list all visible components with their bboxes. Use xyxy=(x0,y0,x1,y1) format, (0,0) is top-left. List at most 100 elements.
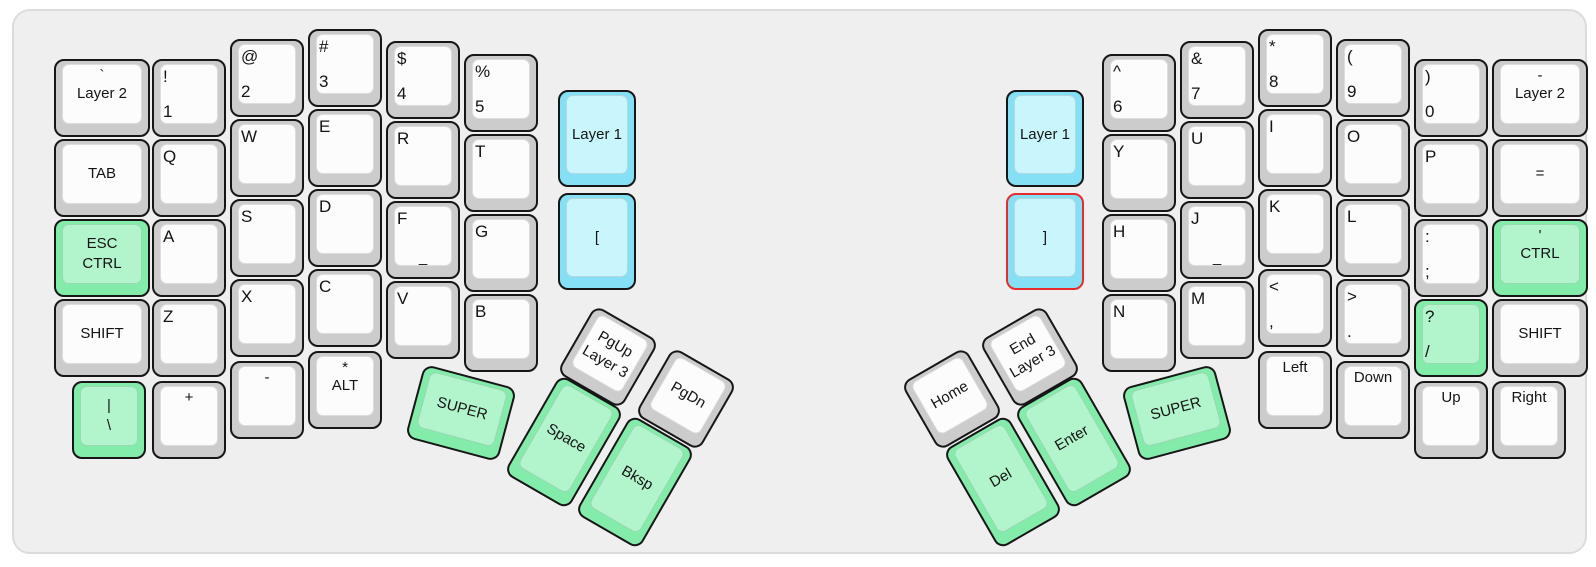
key-4[interactable]: $4 xyxy=(386,41,460,119)
keycap-top-surface xyxy=(1344,284,1402,344)
keycap-top-surface xyxy=(394,46,452,106)
key-n[interactable]: N xyxy=(1102,294,1176,372)
key-j[interactable]: J_ xyxy=(1180,201,1254,279)
key-x[interactable]: X xyxy=(230,279,304,357)
keycap-top-surface xyxy=(160,224,218,284)
key-z[interactable]: Z xyxy=(152,299,226,377)
keycap-top-surface xyxy=(62,224,142,284)
key-s[interactable]: S xyxy=(230,199,304,277)
keycap-top-surface xyxy=(316,274,374,334)
key-left-bracket[interactable]: [ xyxy=(558,193,636,290)
key-6[interactable]: ^6 xyxy=(1102,54,1176,132)
key-u[interactable]: U xyxy=(1180,121,1254,199)
key-7[interactable]: &7 xyxy=(1180,41,1254,119)
keycap-top-surface xyxy=(316,356,374,416)
key-l[interactable]: L xyxy=(1336,199,1410,277)
keycap-top-surface xyxy=(1344,204,1402,264)
key-e[interactable]: E xyxy=(308,109,382,187)
keycap-top-surface xyxy=(1110,219,1168,279)
key-alt[interactable]: ALT* xyxy=(308,351,382,429)
key-semicolon[interactable]: :; xyxy=(1414,219,1488,297)
keycap-top-surface xyxy=(394,206,452,266)
key-layer1-left[interactable]: Layer 1 xyxy=(558,90,636,187)
key-arrow-right[interactable]: Right xyxy=(1492,381,1566,459)
key-r[interactable]: R xyxy=(386,121,460,199)
keycap-top-surface xyxy=(1500,224,1580,284)
key-p[interactable]: P xyxy=(1414,139,1488,217)
key-layer1-right[interactable]: Layer 1 xyxy=(1006,90,1084,187)
keycap-top-surface xyxy=(62,64,142,124)
key-v[interactable]: V xyxy=(386,281,460,359)
key-0[interactable]: )0 xyxy=(1414,59,1488,137)
key-c[interactable]: C xyxy=(308,269,382,347)
key-super-left[interactable]: SUPER xyxy=(404,363,518,463)
key-3[interactable]: #3 xyxy=(308,29,382,107)
keycap-top-surface xyxy=(1110,59,1168,119)
keycap-top-surface xyxy=(1110,299,1168,359)
keycap-top-surface xyxy=(1344,124,1402,184)
key-arrow-up[interactable]: Up xyxy=(1414,381,1488,459)
key-plus[interactable]: + xyxy=(152,381,226,459)
key-d[interactable]: D xyxy=(308,189,382,267)
keycap-top-surface xyxy=(1266,34,1324,94)
key-w[interactable]: W xyxy=(230,119,304,197)
key-layer2-right[interactable]: Layer 2- xyxy=(1492,59,1588,137)
keycap-top-surface xyxy=(1500,144,1580,204)
key-layer2-left[interactable]: Layer 2` xyxy=(54,59,150,137)
key-tab[interactable]: TAB xyxy=(54,139,150,217)
keycap-top-surface xyxy=(472,299,530,359)
key-8[interactable]: *8 xyxy=(1258,29,1332,107)
keycap-top-surface xyxy=(316,34,374,94)
keycap-top-surface xyxy=(1188,206,1246,266)
key-super-right[interactable]: SUPER xyxy=(1120,363,1234,463)
keycap-top-surface xyxy=(1422,224,1480,284)
key-g[interactable]: G xyxy=(464,214,538,292)
keycap-top-surface xyxy=(566,198,628,277)
key-equals[interactable]: = xyxy=(1492,139,1588,217)
keycap-top-surface xyxy=(160,386,218,446)
key-arrow-down[interactable]: Down xyxy=(1336,361,1410,439)
key-pipe-backslash[interactable]: |\ xyxy=(72,381,146,459)
key-k[interactable]: K xyxy=(1258,189,1332,267)
key-comma[interactable]: <, xyxy=(1258,269,1332,347)
keycap-top-surface xyxy=(238,204,296,264)
keycap-top-surface xyxy=(472,59,530,119)
key-a[interactable]: A xyxy=(152,219,226,297)
keycap-top-surface xyxy=(160,144,218,204)
keycap-top-surface xyxy=(160,64,218,124)
key-shift-left[interactable]: SHIFT xyxy=(54,299,150,377)
key-f[interactable]: F_ xyxy=(386,201,460,279)
key-arrow-left[interactable]: Left xyxy=(1258,351,1332,429)
key-t[interactable]: T xyxy=(464,134,538,212)
keycap-top-surface xyxy=(238,124,296,184)
key-q[interactable]: Q xyxy=(152,139,226,217)
keycap-top-surface xyxy=(909,355,991,437)
key-b[interactable]: B xyxy=(464,294,538,372)
key-quote-ctrl[interactable]: CTRL' xyxy=(1492,219,1588,297)
keycap-top-surface xyxy=(1422,304,1480,364)
key-9[interactable]: (9 xyxy=(1336,39,1410,117)
key-2[interactable]: @2 xyxy=(230,39,304,117)
keycap-top-surface xyxy=(160,304,218,364)
key-m[interactable]: M xyxy=(1180,281,1254,359)
keycap-top-surface xyxy=(472,219,530,279)
key-y[interactable]: Y xyxy=(1102,134,1176,212)
key-slash[interactable]: ?/ xyxy=(1414,299,1488,377)
keycap-top-surface xyxy=(1500,304,1580,364)
key-right-bracket[interactable]: ] xyxy=(1006,193,1084,290)
key-period[interactable]: >. xyxy=(1336,279,1410,357)
key-o[interactable]: O xyxy=(1336,119,1410,197)
keycap-top-surface xyxy=(1014,95,1076,174)
keycap-top-surface xyxy=(80,386,138,446)
key-shift-right[interactable]: SHIFT xyxy=(1492,299,1588,377)
key-5[interactable]: %5 xyxy=(464,54,538,132)
key-h[interactable]: H xyxy=(1102,214,1176,292)
key-i[interactable]: I xyxy=(1258,109,1332,187)
keycap-top-surface xyxy=(647,355,729,437)
keycap-top-surface xyxy=(1266,274,1324,334)
key-minus-left[interactable]: - xyxy=(230,361,304,439)
key-1[interactable]: !1 xyxy=(152,59,226,137)
keycap-top-surface xyxy=(1014,198,1076,277)
